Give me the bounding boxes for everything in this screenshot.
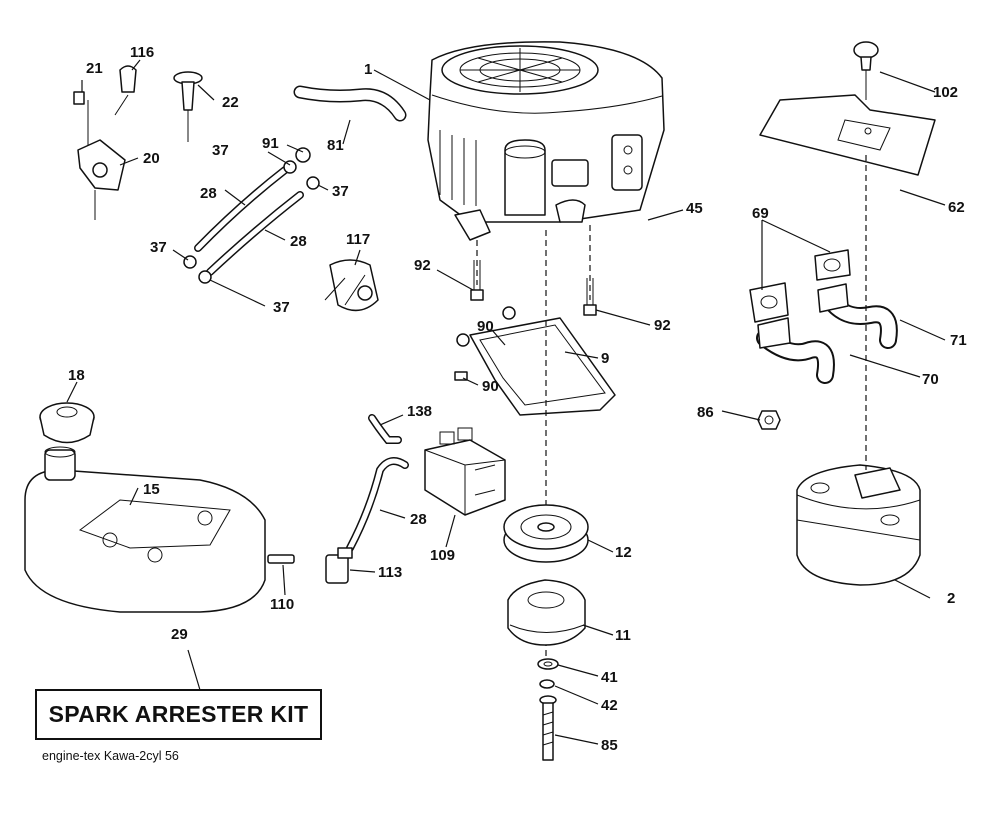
label-41: 41 [601,669,618,686]
label-12: 12 [615,544,632,561]
label-116: 116 [130,44,154,61]
exhaust-parts [749,249,898,430]
spark-arrester-kit-box: SPARK ARRESTER KIT [35,689,322,740]
fuel-fittings [267,414,402,584]
fuel-filter [324,259,379,312]
label-11: 11 [615,627,631,644]
label-138: 138 [407,403,432,420]
throttle-parts [73,65,203,220]
label-70: 70 [922,371,939,388]
breather-hose [293,85,407,122]
label-113: 113 [378,564,402,581]
label-117: 117 [346,231,370,248]
leader-lines [66,59,946,745]
label-28-mid: 28 [290,233,307,250]
spark-arrester-kit-title: SPARK ARRESTER KIT [48,701,309,727]
label-86: 86 [697,404,714,421]
label-69: 69 [752,205,769,222]
label-110: 110 [270,596,294,613]
label-37-b: 37 [332,183,349,200]
label-1: 1 [364,61,372,78]
label-81: 81 [327,137,344,154]
fuel-hoses [194,166,409,552]
label-109: 109 [430,547,455,564]
label-90-a: 90 [477,318,494,335]
pto-clutch [507,579,586,761]
label-42: 42 [601,697,618,714]
label-21: 21 [86,60,103,77]
part-labels: 1 2 9 11 12 15 18 20 21 22 28 28 28 29 3… [68,44,967,754]
label-28-top: 28 [200,185,217,202]
label-2: 2 [947,590,955,607]
label-85: 85 [601,737,618,754]
label-91: 91 [262,135,279,152]
heat-shield [759,41,936,176]
mounting-plate [469,317,616,416]
label-37-c: 37 [150,239,167,256]
label-18: 18 [68,367,85,384]
engine [427,41,665,241]
solenoid [424,427,506,516]
label-45: 45 [686,200,703,217]
muffler [796,464,921,586]
label-28-low: 28 [410,511,427,528]
label-29: 29 [171,626,188,643]
label-20: 20 [143,150,160,167]
label-90-b: 90 [482,378,499,395]
hose-clamps [183,147,320,284]
diagram-code: engine-tex Kawa-2cyl 56 [42,749,179,763]
label-22: 22 [222,94,239,111]
label-15: 15 [143,481,160,498]
label-102: 102 [933,84,958,101]
label-71: 71 [950,332,967,349]
pulley [503,504,589,563]
label-37-d: 37 [273,299,290,316]
label-92-a: 92 [414,257,431,274]
fuel-tank [24,402,266,613]
label-37-a: 37 [212,142,229,159]
label-92-b: 92 [654,317,671,334]
label-9: 9 [601,350,609,367]
label-62: 62 [948,199,965,216]
